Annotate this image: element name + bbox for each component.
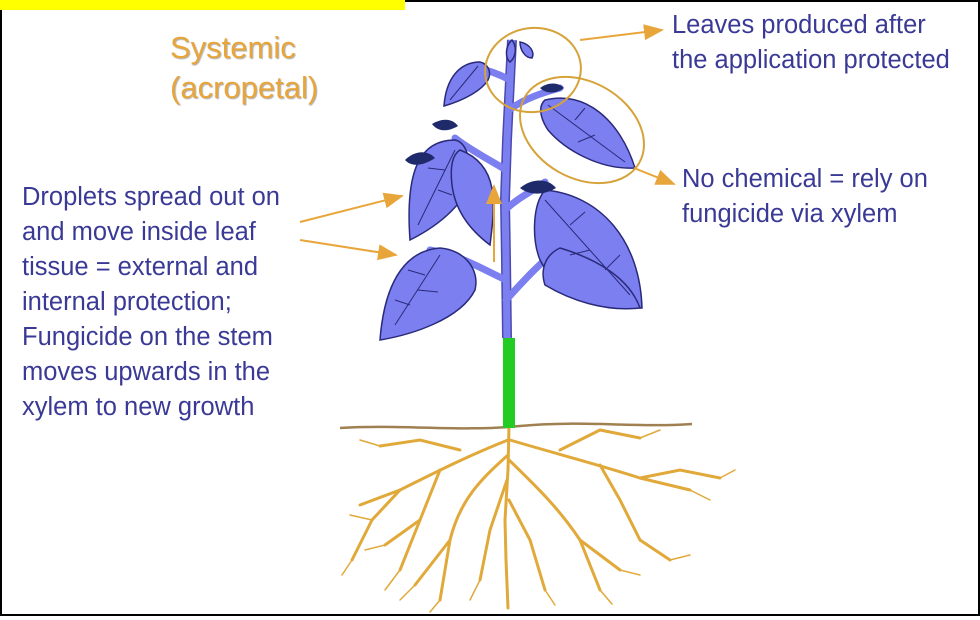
leaf-bud-right <box>520 42 533 58</box>
arrow-to-no-chemical <box>634 168 674 184</box>
title-line-2: (acropetal) <box>170 68 318 108</box>
left-annotation-line: Droplets spread out on <box>22 180 280 215</box>
arrow-to-mid-leaf <box>300 196 402 222</box>
arrow-to-lower-leaf <box>300 240 396 255</box>
arrow-to-top-ellipse <box>580 30 662 40</box>
leaf-lower-left <box>380 248 476 340</box>
diagram-title: Systemic (acropetal) <box>170 28 318 108</box>
left-annotation-line: xylem to new growth <box>22 390 280 425</box>
left-annotation-line: moves upwards in the <box>22 355 280 390</box>
left-annotation-line: internal protection; <box>22 285 280 320</box>
title-line-1: Systemic <box>170 28 318 68</box>
top-right-annotation-line: the application protected <box>672 43 950 78</box>
mid-right-annotation: No chemical = rely on fungicide via xyle… <box>682 162 928 232</box>
mid-right-annotation-line: No chemical = rely on <box>682 162 928 197</box>
soil-line <box>340 424 692 429</box>
leaf-upper-right <box>541 98 635 168</box>
root-hairs <box>342 430 735 612</box>
roots <box>352 426 720 608</box>
treated-stem-segment <box>503 338 515 428</box>
left-annotation: Droplets spread out on and move inside l… <box>22 180 280 425</box>
left-annotation-line: Fungicide on the stem <box>22 320 280 355</box>
left-annotation-line: tissue = external and <box>22 250 280 285</box>
leaf-mid-left-2 <box>451 150 493 245</box>
top-right-annotation-line: Leaves produced after <box>672 8 950 43</box>
top-right-annotation: Leaves produced after the application pr… <box>672 8 950 78</box>
left-annotation-line: and move inside leaf <box>22 215 280 250</box>
mid-right-annotation-line: fungicide via xylem <box>682 197 928 232</box>
